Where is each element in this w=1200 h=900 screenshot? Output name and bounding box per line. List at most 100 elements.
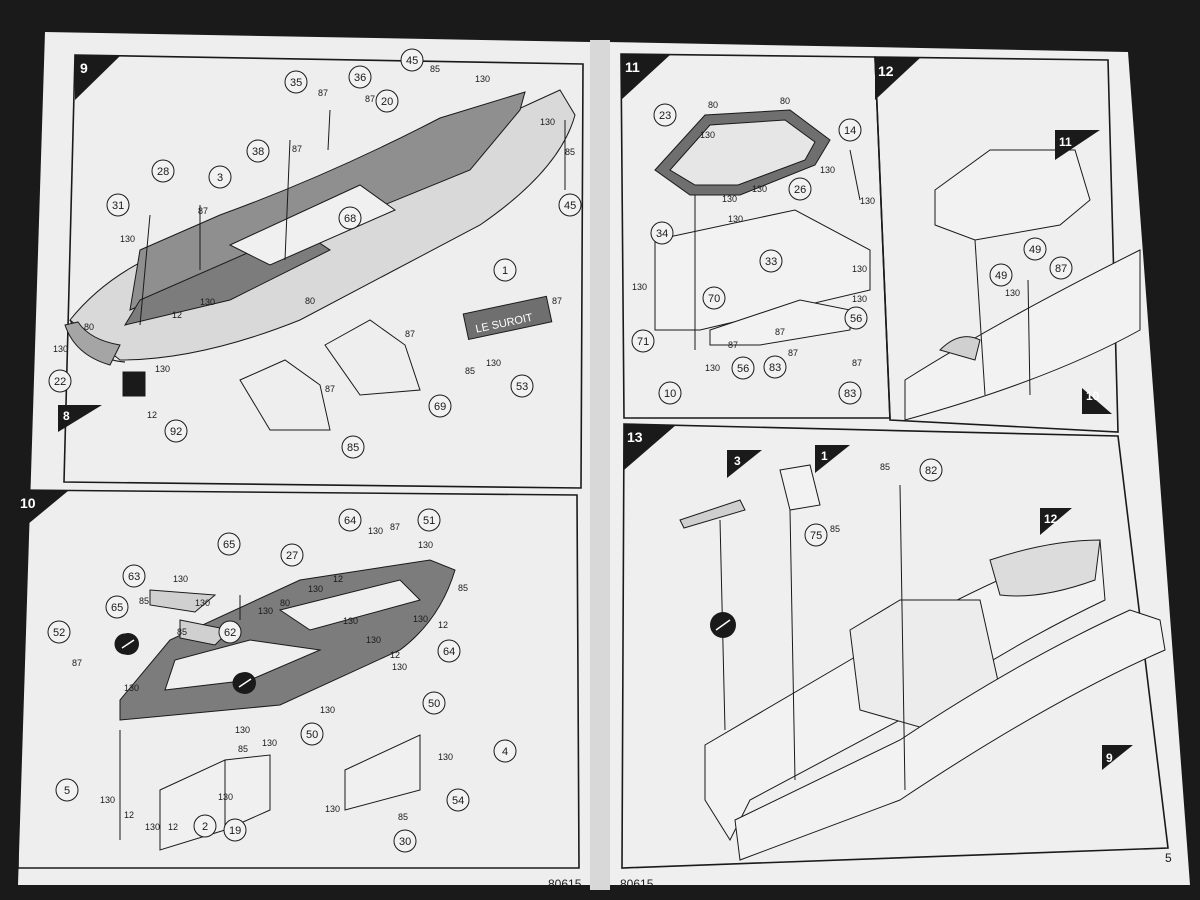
paint-code: 130 <box>392 662 407 672</box>
step-11-number: 11 <box>625 59 640 75</box>
spine-shadow <box>590 40 610 890</box>
paint-code: 12 <box>168 822 178 832</box>
step-9-drawing <box>64 89 576 431</box>
paint-code: 12 <box>172 310 182 320</box>
ref-11-label: 11 <box>1059 135 1072 149</box>
ref-8-label: 8 <box>63 409 70 423</box>
part-35-label: 35 <box>290 77 302 89</box>
paint-code: 12 <box>390 650 400 660</box>
step-11-tab: 11 <box>621 54 670 100</box>
paint-code: 130 <box>475 74 490 84</box>
step-10-drawing <box>114 559 456 851</box>
step-12-tab: 12 <box>875 57 920 100</box>
paint-code: 130 <box>418 540 433 550</box>
paint-code: 130 <box>820 165 835 175</box>
paint-code: 85 <box>565 147 575 157</box>
part-28-label: 28 <box>157 166 169 178</box>
paint-code: 130 <box>486 358 501 368</box>
paint-code: 85 <box>430 64 440 74</box>
part-20-label: 20 <box>381 96 393 108</box>
ref-step-9-marker: 9 <box>1102 745 1133 770</box>
paint-code: 85 <box>238 744 248 754</box>
paint-code: 130 <box>368 526 383 536</box>
part-1-label: 1 <box>502 265 508 277</box>
page-number: 5 <box>1165 851 1172 865</box>
step-12-drawing <box>904 149 1141 421</box>
part-62-label: 62 <box>224 627 236 639</box>
part-83-label: 83 <box>769 362 781 374</box>
part-26-label: 26 <box>794 184 806 196</box>
part-65b-label: 65 <box>111 602 123 614</box>
paint-code: 130 <box>366 635 381 645</box>
ref-step-10-marker: 10 <box>1082 388 1112 414</box>
step-9-callouts: 35 36 45 20 38 28 3 31 68 1 45 22 69 53 … <box>48 48 582 459</box>
paint-code: 80 <box>280 598 290 608</box>
paint-code: 80 <box>84 322 94 332</box>
paint-code: 130 <box>235 725 250 735</box>
step-12-frame <box>874 56 1119 433</box>
paint-code: 87 <box>390 522 400 532</box>
ref-3-label: 3 <box>734 454 741 468</box>
step-9-tab: 9 <box>75 55 120 100</box>
paint-code: 130 <box>752 184 767 194</box>
paint-code: 130 <box>173 574 188 584</box>
left-page-code: 80615 <box>548 877 582 891</box>
part-49b-label: 49 <box>995 270 1007 282</box>
paint-code: 87 <box>788 348 798 358</box>
ref-10-label: 10 <box>1086 389 1100 403</box>
step-13-callouts: 82 75 85 85 <box>804 458 943 547</box>
part-75-label: 75 <box>810 530 822 542</box>
paint-code: 85 <box>398 812 408 822</box>
paint-code: 87 <box>72 658 82 668</box>
part-71-label: 71 <box>637 336 649 348</box>
part-45-label: 45 <box>406 55 418 67</box>
paint-code: 130 <box>120 234 135 244</box>
paint-code: 130 <box>438 752 453 762</box>
paint-code: 130 <box>145 822 160 832</box>
paint-code: 87 <box>775 327 785 337</box>
paint-code: 130 <box>852 264 867 274</box>
paint-code: 87 <box>198 206 208 216</box>
paint-code: 130 <box>1005 288 1020 298</box>
part-23-label: 23 <box>659 110 671 122</box>
paint-code: 85 <box>458 583 468 593</box>
part-19-label: 19 <box>229 825 241 837</box>
step-13-drawing <box>679 464 1166 861</box>
paint-code: 130 <box>540 117 555 127</box>
paint-code: 87 <box>852 358 862 368</box>
paint-code: 130 <box>722 194 737 204</box>
paint-code: 130 <box>700 130 715 140</box>
part-92-label: 92 <box>170 426 182 438</box>
part-70-label: 70 <box>708 293 720 305</box>
right-page-code: 80615 <box>620 877 654 891</box>
paint-code: 87 <box>318 88 328 98</box>
part-50b-label: 50 <box>306 729 318 741</box>
step-13-number: 13 <box>627 429 643 445</box>
paint-code: 85 <box>830 524 840 534</box>
paint-code: 130 <box>258 606 273 616</box>
paint-code: 130 <box>413 614 428 624</box>
paint-code: 130 <box>218 792 233 802</box>
paint-code: 87 <box>325 384 335 394</box>
part-56-label: 56 <box>850 313 862 325</box>
ref-step-1-marker: 1 <box>815 445 850 473</box>
paint-code: 80 <box>708 100 718 110</box>
paint-code: 130 <box>325 804 340 814</box>
part-14-label: 14 <box>844 125 856 137</box>
ref-step-11-marker: 11 <box>1055 130 1100 160</box>
paint-code: 87 <box>552 296 562 306</box>
part-34-label: 34 <box>656 228 668 240</box>
part-2-label: 2 <box>202 821 208 833</box>
part-38-label: 38 <box>252 146 264 158</box>
part-22-label: 22 <box>54 376 66 388</box>
paint-code: 130 <box>343 616 358 626</box>
part-68-label: 68 <box>344 213 356 225</box>
part-3-label: 3 <box>217 172 223 184</box>
step-10-frame <box>15 489 580 869</box>
part-56b-label: 56 <box>737 363 749 375</box>
paint-code: 85 <box>880 462 890 472</box>
ref-9-label: 9 <box>1106 751 1113 765</box>
paint-code: 85 <box>465 366 475 376</box>
paint-code: 130 <box>852 294 867 304</box>
paint-code: 12 <box>333 574 343 584</box>
